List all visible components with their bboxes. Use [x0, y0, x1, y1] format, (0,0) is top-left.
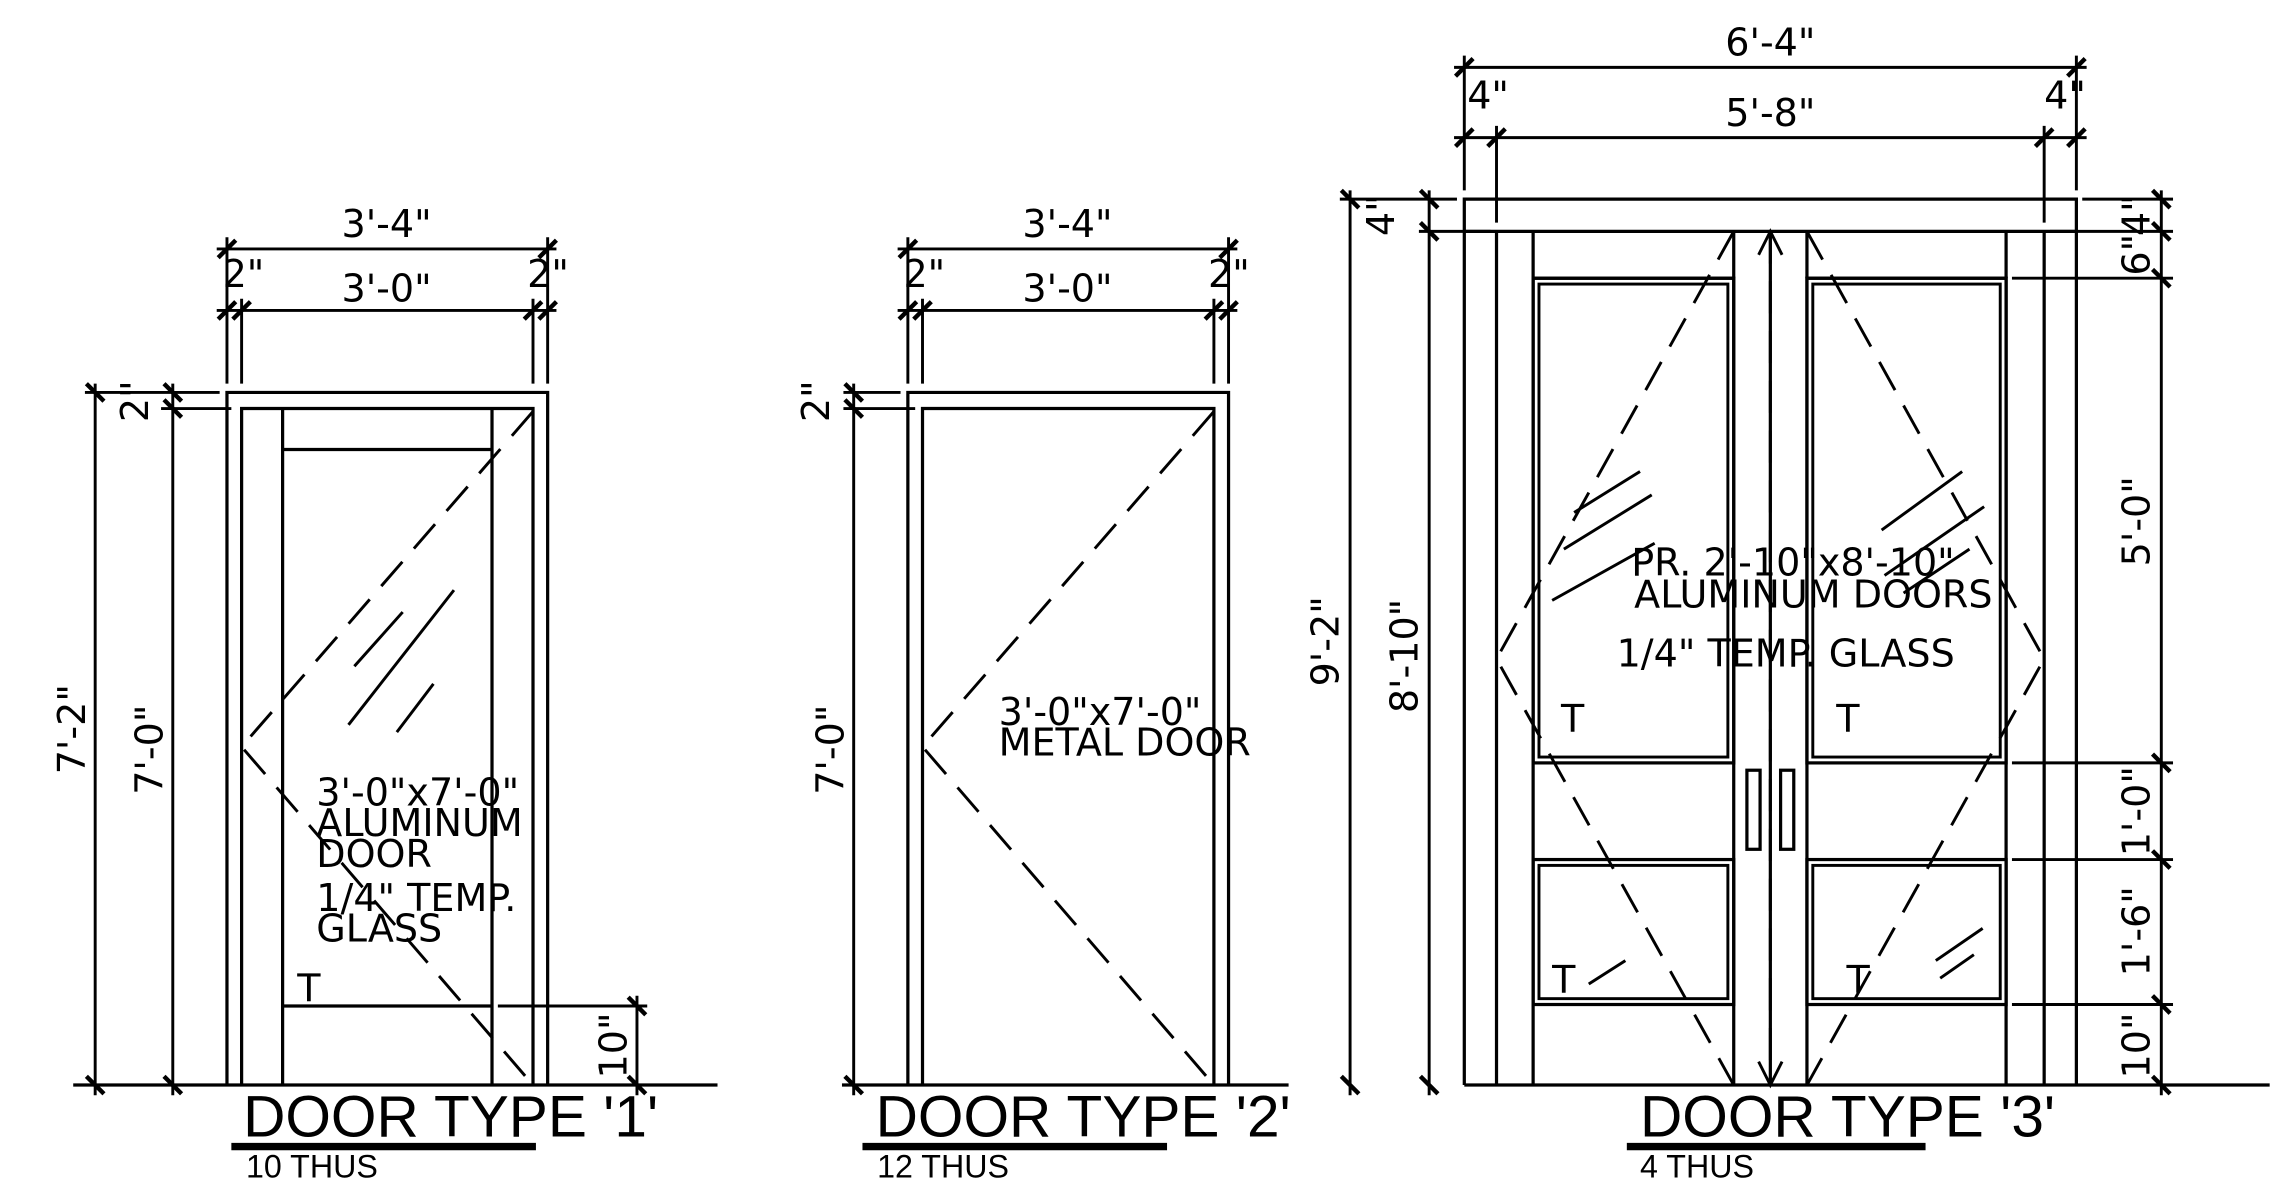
door-3-right-pull-handle: [1778, 768, 1796, 851]
door-1-quantity: 10 THUS: [246, 1148, 378, 1184]
door-3-head-dim-right: 4": [2115, 194, 2159, 236]
door-3-tempered-mark-3: T: [1551, 958, 1576, 1002]
door-2-right-jamb-dim: 2": [1208, 252, 1250, 296]
door-3-mid-rail-dim: 1'-0": [2115, 766, 2159, 856]
door-3-bottom-rail-dim: 10": [2115, 1013, 2159, 1079]
door-3-tempered-mark-4: T: [1845, 958, 1870, 1002]
door-3-size-note: PR. 2'-10"x8'-10": [1631, 540, 1954, 584]
door-1-size-note: 3'-0"x7'-0": [316, 770, 519, 814]
door-3-head-dim-left: 4": [1359, 194, 1403, 236]
door-1-head-dim: 2": [113, 380, 157, 422]
door-3-title: DOOR TYPE '3': [1640, 1084, 2055, 1149]
door-3-right-jamb-dim: 4": [2044, 73, 2086, 117]
door-1-glass-hatch: [347, 589, 456, 734]
door-3-tempered-mark-1: T: [1560, 697, 1585, 741]
door-3-swing-lines: [1494, 230, 2046, 1086]
door-1-opening-width: 3'-0": [342, 267, 432, 311]
door-3-left-jamb-dim: 4": [1467, 73, 1509, 117]
door-3-door-height: 8'-10": [1382, 599, 1426, 713]
door-1-overall-width: 3'-4": [342, 202, 432, 246]
door-3-dimensions: [1339, 55, 2174, 1096]
door-1-glass-note-2: GLASS: [316, 907, 442, 951]
door-3-overall-width: 6'-4": [1725, 21, 1815, 65]
door-type-1: 3'-4" 3'-0" 2" 2" 7'-2" 7'-0" 2" 10" 3'-…: [50, 202, 718, 1184]
door-type-2: 3'-4" 3'-0" 2" 2" 2" 7'-0" 3'-0"x7'-0" M…: [794, 202, 1291, 1184]
door-3-top-rail-dim: 6": [2115, 234, 2159, 276]
door-1-overall-height: 7'-2": [50, 684, 94, 774]
door-3-glass-hatch: [1551, 470, 1985, 986]
door-1-swing-lines: [239, 410, 535, 1087]
door-2-overall-width: 3'-4": [1022, 202, 1112, 246]
door-2-dimensions: [843, 237, 1239, 1096]
door-1-glass-note-1: 1/4" TEMP.: [316, 876, 516, 920]
door-2-opening-width: 3'-0": [1022, 267, 1112, 311]
door-1-title: DOOR TYPE '1': [243, 1084, 658, 1149]
door-3-lower-glass-dim: 1'-6": [2115, 886, 2159, 976]
door-1-dimensions: [84, 237, 648, 1096]
door-2-head-dim: 2": [794, 380, 838, 422]
door-2-size-note: 3'-0"x7'-0": [999, 690, 1202, 734]
door-1-bottom-rail-dim: 10": [592, 1013, 636, 1079]
door-3-upper-glass-dim: 5'-0": [2115, 476, 2159, 566]
door-3-tempered-mark-2: T: [1835, 697, 1860, 741]
door-1-material-note-1: ALUMINUM: [316, 801, 522, 845]
door-3-quantity: 4 THUS: [1640, 1148, 1754, 1184]
door-1-left-jamb-dim: 2": [223, 252, 265, 296]
door-1-right-jamb-dim: 2": [527, 252, 569, 296]
door-3-opening-width: 5'-8": [1725, 91, 1815, 135]
door-2-material-note: METAL DOOR: [999, 721, 1251, 765]
door-2-quantity: 12 THUS: [877, 1148, 1009, 1184]
door-1-tempered-mark: T: [296, 967, 321, 1011]
door-2-title: DOOR TYPE '2': [876, 1084, 1291, 1149]
door-2-left-jamb-dim: 2": [903, 252, 945, 296]
door-3-overall-height: 9'-2": [1303, 596, 1347, 686]
door-1-material-note-2: DOOR: [316, 832, 432, 876]
door-3-material-note: ALUMINUM DOORS: [1634, 573, 1992, 617]
door-3-left-pull-handle: [1745, 768, 1762, 851]
door-type-3: 6'-4" 5'-8" 4" 4" 9'-2" 8'-10" 4" 4" 6" …: [1303, 21, 2270, 1184]
door-1-door-height: 7'-0": [128, 705, 172, 795]
door-3-glass-note: 1/4" TEMP. GLASS: [1617, 631, 1955, 675]
door-2-door-height: 7'-0": [808, 705, 852, 795]
